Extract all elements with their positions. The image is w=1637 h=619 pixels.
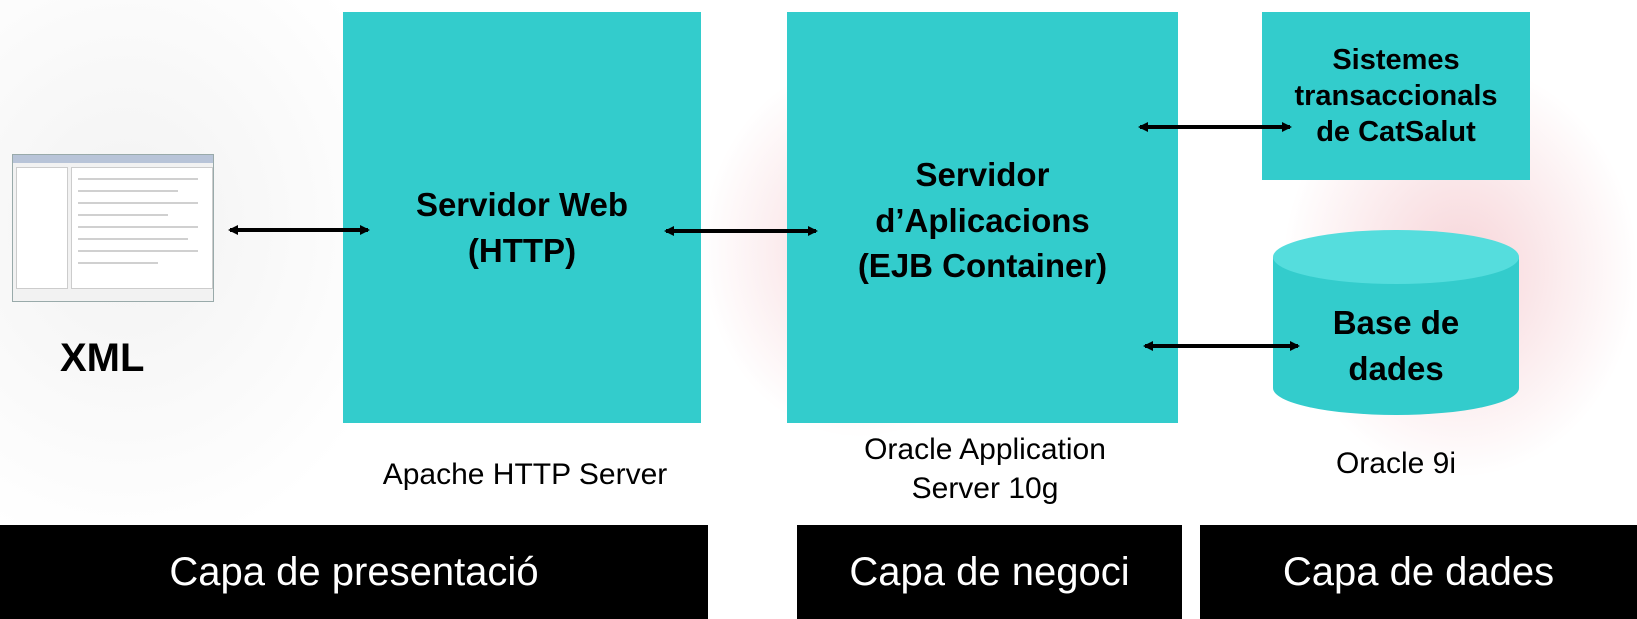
data-layer-bar: Capa de dades bbox=[1200, 525, 1637, 619]
data-layer-label: Capa de dades bbox=[1282, 549, 1555, 594]
business-layer-bar: Capa de negoci bbox=[797, 525, 1182, 619]
app-server-caption: Oracle Application Server 10g bbox=[864, 433, 1106, 505]
app-server-box: Servidor d’Aplicacions (EJB Container) bbox=[787, 12, 1178, 423]
web-server-caption: Apache HTTP Server bbox=[382, 458, 668, 491]
transactional-systems-box: Sistemes transaccionals de CatSalut bbox=[1262, 12, 1530, 180]
transactional-systems-label: Sistemes transaccionals de CatSalut bbox=[1294, 43, 1498, 149]
database-label: Base de dades bbox=[1332, 304, 1460, 387]
database-cylinder bbox=[1273, 230, 1519, 415]
web-server-label: Servidor Web (HTTP) bbox=[415, 186, 629, 269]
client-screenshot-thumbnail bbox=[12, 154, 214, 302]
business-layer-label: Capa de negoci bbox=[849, 549, 1130, 594]
web-server-box: Servidor Web (HTTP) bbox=[343, 12, 701, 423]
client-label: XML bbox=[60, 336, 145, 380]
app-server-label: Servidor d’Aplicacions (EJB Container) bbox=[857, 156, 1108, 285]
database-caption: Oracle 9i bbox=[1335, 447, 1457, 480]
presentation-layer-label: Capa de presentació bbox=[169, 549, 539, 594]
presentation-layer-bar: Capa de presentació bbox=[0, 525, 708, 619]
